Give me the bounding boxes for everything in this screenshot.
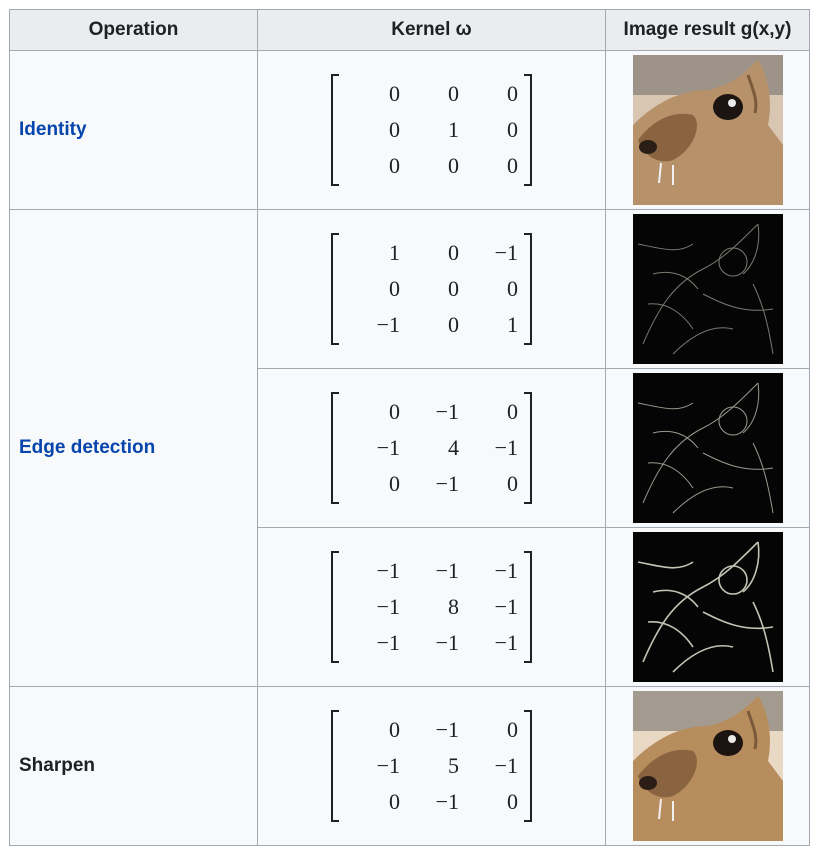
- header-operation: Operation: [9, 9, 258, 51]
- matrix-cell: 0: [507, 717, 518, 742]
- matrix-cell: 4: [448, 435, 459, 460]
- matrix-cell: −1: [435, 717, 459, 742]
- matrix-row: −1 4 −1: [343, 430, 520, 466]
- result-image-cell: [605, 50, 810, 210]
- matrix-cell: −1: [435, 630, 459, 655]
- matrix-row: −1 −1 −1: [343, 625, 520, 661]
- edge-detection-link[interactable]: Edge detection: [19, 437, 156, 458]
- matrix-row: 0 −1 0: [343, 784, 520, 820]
- header-image-result: Image result g(x,y): [605, 9, 810, 51]
- matrix-cell: 8: [448, 594, 459, 619]
- matrix-cell: 0: [507, 81, 518, 106]
- matrix-cell: 0: [507, 789, 518, 814]
- kernel-cell: 1 0 −1 0 0 0 −1 0 1: [257, 209, 606, 369]
- matrix-cell: 0: [507, 153, 518, 178]
- matrix-row: 1 0 −1: [343, 235, 520, 271]
- operation-cell: Identity: [9, 50, 258, 210]
- matrix-cell: −1: [494, 753, 518, 778]
- sharpen-label: Sharpen: [19, 755, 96, 776]
- kernel-matrix: 0 −1 0 −1 4 −1 0 −1 0: [331, 392, 532, 504]
- squirrel-edge-photo: [632, 373, 783, 523]
- matrix-row: −1 8 −1: [343, 589, 520, 625]
- matrix-cell: 0: [507, 117, 518, 142]
- table-row: Identity 0 0 0 0 1 0 0 0 0: [9, 50, 810, 210]
- matrix-cell: 0: [389, 471, 400, 496]
- operation-cell: Edge detection: [9, 209, 258, 687]
- matrix-cell: 0: [389, 399, 400, 424]
- matrix-cell: 0: [389, 153, 400, 178]
- matrix-row: 0 −1 0: [343, 466, 520, 502]
- result-image-cell: [605, 686, 810, 846]
- result-image-cell: [605, 368, 810, 528]
- table-row: −1 −1 −1 −1 8 −1 −1 −1 −1: [10, 527, 810, 687]
- matrix-row: 0 0 0: [343, 271, 520, 307]
- kernel-matrix: −1 −1 −1 −1 8 −1 −1 −1 −1: [331, 551, 532, 663]
- matrix-cell: −1: [376, 312, 400, 337]
- matrix-cell: 0: [389, 789, 400, 814]
- matrix-cell: 0: [507, 276, 518, 301]
- matrix-cell: 1: [507, 312, 518, 337]
- kernel-matrix: 0 −1 0 −1 5 −1 0 −1 0: [331, 710, 532, 822]
- kernel-matrix: 0 0 0 0 1 0 0 0 0: [331, 74, 532, 186]
- squirrel-photo: [632, 55, 783, 205]
- kernel-matrix: 1 0 −1 0 0 0 −1 0 1: [331, 233, 532, 345]
- matrix-cell: −1: [435, 789, 459, 814]
- result-image-cell: [605, 527, 810, 687]
- matrix-row: −1 0 1: [343, 307, 520, 343]
- matrix-row: 0 −1 0: [343, 394, 520, 430]
- matrix-cell: 0: [389, 717, 400, 742]
- matrix-row: −1 −1 −1: [343, 553, 520, 589]
- matrix-row: 0 0 0: [343, 76, 520, 112]
- kernel-cell: 0 −1 0 −1 4 −1 0 −1 0: [257, 368, 606, 528]
- kernel-cell: 0 −1 0 −1 5 −1 0 −1 0: [257, 686, 606, 846]
- squirrel-edge-photo: [632, 532, 783, 682]
- header-kernel: Kernel ω: [257, 9, 606, 51]
- matrix-cell: −1: [494, 558, 518, 583]
- table-row: Edge detection 1 0 −1 0 0 0 −1 0 1: [9, 209, 810, 687]
- matrix-cell: −1: [376, 435, 400, 460]
- matrix-cell: −1: [494, 594, 518, 619]
- kernel-cell: 0 0 0 0 1 0 0 0 0: [257, 50, 606, 210]
- matrix-cell: 0: [448, 153, 459, 178]
- matrix-row: −1 5 −1: [343, 748, 520, 784]
- matrix-row: 0 1 0: [343, 112, 520, 148]
- operation-cell: Sharpen: [9, 686, 258, 846]
- matrix-cell: −1: [435, 399, 459, 424]
- matrix-cell: −1: [435, 558, 459, 583]
- header-row: Operation Kernel ω Image result g(x,y): [9, 9, 810, 51]
- matrix-cell: −1: [376, 558, 400, 583]
- kernel-table: Operation Kernel ω Image result g(x,y) I…: [9, 9, 810, 846]
- matrix-cell: −1: [494, 435, 518, 460]
- matrix-row: 0 0 0: [343, 148, 520, 184]
- identity-link[interactable]: Identity: [19, 119, 87, 140]
- matrix-cell: 0: [389, 117, 400, 142]
- matrix-cell: −1: [435, 471, 459, 496]
- matrix-cell: −1: [376, 630, 400, 655]
- matrix-cell: −1: [494, 240, 518, 265]
- squirrel-edge-photo: [632, 214, 783, 364]
- matrix-cell: 1: [389, 240, 400, 265]
- matrix-cell: 0: [448, 276, 459, 301]
- matrix-cell: −1: [376, 594, 400, 619]
- matrix-cell: 0: [448, 240, 459, 265]
- table-row: Sharpen 0 −1 0 −1 5 −1 0 −1 0: [9, 686, 810, 846]
- matrix-cell: 1: [448, 117, 459, 142]
- matrix-cell: 0: [507, 471, 518, 496]
- result-image-cell: [605, 209, 810, 369]
- matrix-cell: 0: [448, 312, 459, 337]
- kernel-cell: −1 −1 −1 −1 8 −1 −1 −1 −1: [257, 527, 606, 687]
- matrix-row: 0 −1 0: [343, 712, 520, 748]
- matrix-cell: 0: [448, 81, 459, 106]
- matrix-cell: 5: [448, 753, 459, 778]
- matrix-cell: −1: [376, 753, 400, 778]
- matrix-cell: −1: [494, 630, 518, 655]
- matrix-cell: 0: [389, 276, 400, 301]
- matrix-cell: 0: [507, 399, 518, 424]
- matrix-cell: 0: [389, 81, 400, 106]
- squirrel-sharpened-photo: [632, 691, 783, 841]
